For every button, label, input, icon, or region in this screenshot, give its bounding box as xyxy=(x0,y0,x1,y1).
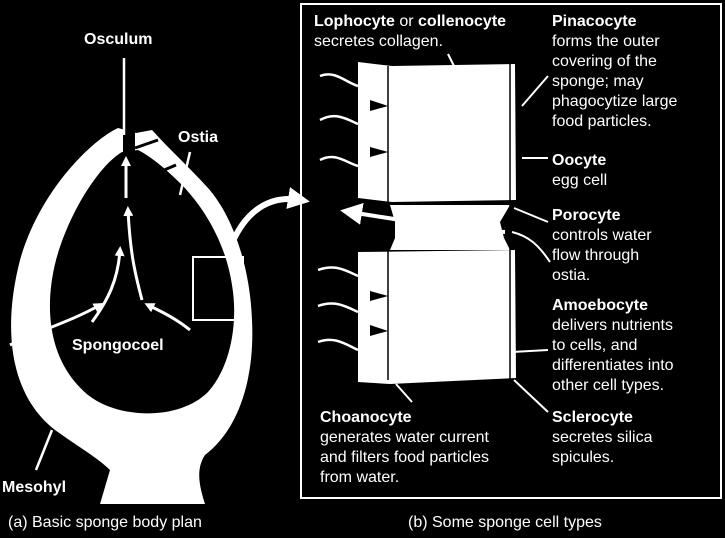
zoom-arrow xyxy=(227,187,310,250)
caption-a: (a) Basic sponge body plan xyxy=(8,514,202,531)
right-leader-lines xyxy=(395,53,551,413)
sponge-body xyxy=(11,118,253,504)
osculum-label: Osculum xyxy=(84,31,153,48)
porocyte-flow-arrow xyxy=(340,203,506,234)
choanocyte-label: Choanocyte generates water current and f… xyxy=(320,409,489,486)
sclerocyte-label: Sclerocyte secretes silica spicules. xyxy=(552,409,653,466)
pinacocyte-label: Pinacocyte forms the outer covering of t… xyxy=(552,13,678,130)
mesohyl-label: Mesohyl xyxy=(2,479,67,496)
left-leader-lines xyxy=(34,58,192,471)
oocyte-label: Oocyte egg cell xyxy=(552,152,608,189)
amoebocyte-label: Amoebocyte delivers nutrients to cells, … xyxy=(552,297,674,394)
water-flow-arrows xyxy=(9,156,191,347)
ostia-label: Ostia xyxy=(178,129,219,146)
cell-types-frame xyxy=(300,3,722,499)
flagella xyxy=(317,73,359,352)
lophocyte-label: Lophocyte or collenocyte secretes collag… xyxy=(314,13,507,50)
spongocoel-label: Spongocoel xyxy=(72,337,164,354)
cell-wall-detail xyxy=(358,62,516,384)
zoom-box xyxy=(192,256,244,321)
caption-b: (b) Some sponge cell types xyxy=(408,514,602,531)
porocyte-label: Porocyte controls water flow through ost… xyxy=(552,207,652,284)
